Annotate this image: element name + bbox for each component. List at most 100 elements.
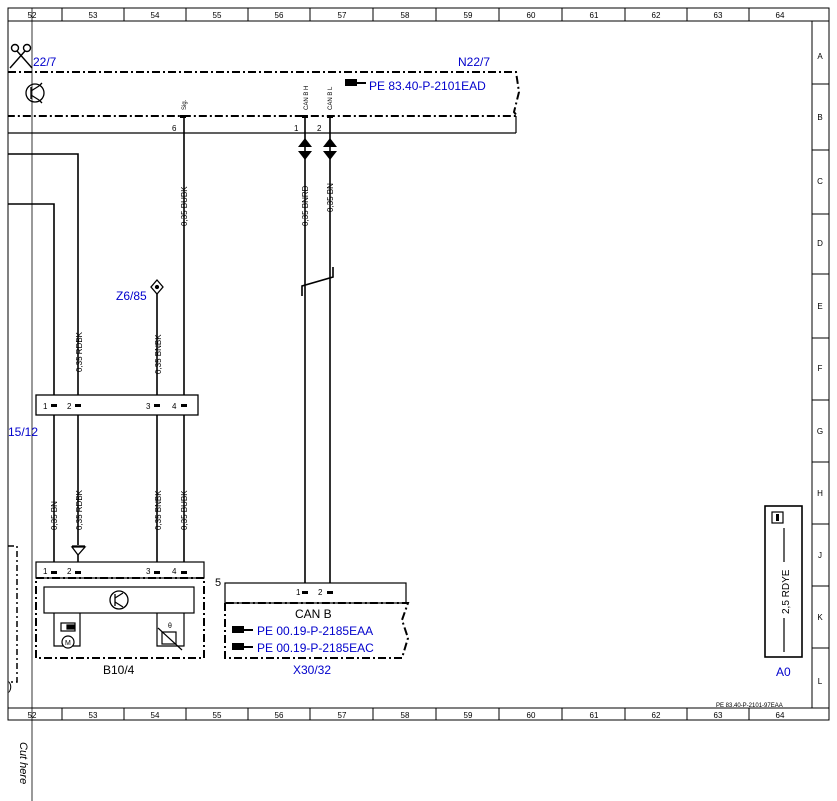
- col-label-bottom: 60: [527, 711, 536, 720]
- col-label-bottom: 57: [338, 711, 347, 720]
- n22-pin-6: 6: [172, 124, 177, 133]
- col-label-bottom: 59: [464, 711, 473, 720]
- info-icon-mark: [776, 514, 779, 521]
- col-label-top: 57: [338, 11, 347, 20]
- wire-left-lower: [8, 203, 55, 395]
- col-label-top: 54: [151, 11, 160, 20]
- pin-marker: [51, 404, 187, 407]
- col-label-top: 61: [590, 11, 599, 20]
- row-label: H: [817, 489, 823, 498]
- wire-bnrd-label: 0,35 BNRD: [301, 185, 310, 226]
- x30-32-housing: [224, 602, 410, 659]
- wire-bn-top-label: 0,35 BN: [326, 183, 335, 212]
- x30-32-reference-link-1[interactable]: PE 00.19-P-2185EAA: [257, 624, 373, 638]
- col-label-top: 58: [401, 11, 410, 20]
- n22-7-label[interactable]: N22/7: [458, 55, 490, 69]
- col-label-bottom: 64: [776, 711, 785, 720]
- row-label: F: [818, 364, 823, 373]
- row-label: G: [817, 427, 823, 436]
- row-label: B: [817, 113, 822, 122]
- row-label: K: [817, 613, 823, 622]
- col-label-top: 63: [714, 11, 723, 20]
- row-label: J: [818, 551, 822, 560]
- x30-32-number: 5: [215, 577, 221, 589]
- col-label-top: 55: [213, 11, 222, 20]
- wire-bubk-top-label: 0,35 BUBK: [180, 186, 189, 226]
- col-label-top: 56: [275, 11, 284, 20]
- col-label-top: 59: [464, 11, 473, 20]
- grid-column-dividers: [61, 8, 750, 720]
- b10-4-label[interactable]: B10/4: [103, 663, 135, 677]
- row-label: C: [817, 177, 823, 186]
- col-label-bottom: 58: [401, 711, 410, 720]
- connector-pin-3: 3: [146, 402, 151, 411]
- x30-32-label[interactable]: X30/32: [293, 663, 331, 677]
- n22-pin-can-h-label: CAN B H: [304, 86, 310, 110]
- b10-4-pin-4: 4: [172, 567, 177, 576]
- partial-component-left: [8, 545, 18, 683]
- col-label-top: 60: [527, 11, 536, 20]
- pointing-hand-icon: [232, 626, 253, 633]
- col-label-top: 62: [652, 11, 661, 20]
- grid-row-dividers: [812, 83, 829, 649]
- col-label-bottom: 55: [213, 711, 222, 720]
- n22-7-housing: [8, 71, 521, 117]
- n22-7-left-label[interactable]: 22/7: [33, 55, 57, 69]
- temperature-sensor-icon: θ: [156, 613, 185, 651]
- partial-component-glyph: ): [8, 679, 12, 693]
- n22-7-reference-link[interactable]: PE 83.40-P-2101EAD: [369, 79, 486, 93]
- n22-pin-1: 1: [294, 124, 299, 133]
- col-label-bottom: 62: [652, 711, 661, 720]
- x30-32-reference-link-2[interactable]: PE 00.19-P-2185EAC: [257, 641, 374, 655]
- fan-motor-icon: M: [53, 613, 81, 649]
- x30-32-pin-2: 2: [318, 588, 323, 597]
- b10-4-pin-3: 3: [146, 567, 151, 576]
- wire-bnbk-low-label: 0,35 BNBK: [154, 490, 163, 530]
- pin-marker: [180, 115, 333, 118]
- connector-pin-4: 4: [172, 402, 177, 411]
- connector-15-12-housing: [35, 394, 199, 416]
- wire-rdbk-mid-label: 0,35 RDBK: [75, 331, 84, 372]
- wire-rdbk-low-label: 0,35 RDBK: [75, 489, 84, 530]
- svg-text:θ: θ: [168, 623, 172, 630]
- n22-pin-can-l-label: CAN B L: [328, 86, 334, 110]
- scissors-icon: [9, 43, 33, 69]
- connector-pin-2: 2: [67, 402, 72, 411]
- row-label: A: [817, 52, 823, 61]
- transistor-icon: [109, 590, 129, 610]
- splice-diamond-icon: [150, 279, 164, 295]
- ground-icon: [70, 545, 87, 557]
- row-label: L: [818, 677, 823, 686]
- bidirectional-arrow-icon: [298, 138, 337, 160]
- twisted-pair-icon: [301, 267, 334, 296]
- a0-wire-label: 2,5 RDYE: [781, 569, 792, 614]
- wire-bubk-low-label: 0,35 BUBK: [180, 490, 189, 530]
- b10-4-housing: [35, 577, 205, 659]
- wire-bnbk-mid-label: 0,35 BNBK: [154, 334, 163, 374]
- col-label-bottom: 52: [28, 711, 37, 720]
- col-label-bottom: 61: [590, 711, 599, 720]
- pointing-hand-icon: [232, 643, 253, 650]
- col-label-bottom: 63: [714, 711, 723, 720]
- x30-32-connector: [224, 582, 407, 604]
- row-label: D: [817, 239, 823, 248]
- x30-32-pin-1: 1: [296, 588, 301, 597]
- b10-4-pin-2: 2: [67, 567, 72, 576]
- a0-label[interactable]: A0: [776, 665, 791, 679]
- col-label-top: 52: [28, 11, 37, 20]
- drawing-frame: [7, 7, 830, 721]
- svg-text:M: M: [65, 640, 71, 647]
- pin-marker: [302, 591, 333, 594]
- connector-15-12-label[interactable]: 15/12: [8, 425, 38, 439]
- col-label-bottom: 53: [89, 711, 98, 720]
- n22-pin-2: 2: [317, 124, 322, 133]
- row-label: E: [817, 302, 822, 311]
- wire-bn-low-label: 0,35 BN: [50, 501, 59, 530]
- b10-4-connector: [35, 561, 205, 579]
- x30-32-title: CAN B: [295, 607, 332, 621]
- col-label-bottom: 56: [275, 711, 284, 720]
- col-label-top: 64: [776, 11, 785, 20]
- pin-marker: [51, 571, 187, 574]
- z6-85-label[interactable]: Z6/85: [116, 289, 147, 303]
